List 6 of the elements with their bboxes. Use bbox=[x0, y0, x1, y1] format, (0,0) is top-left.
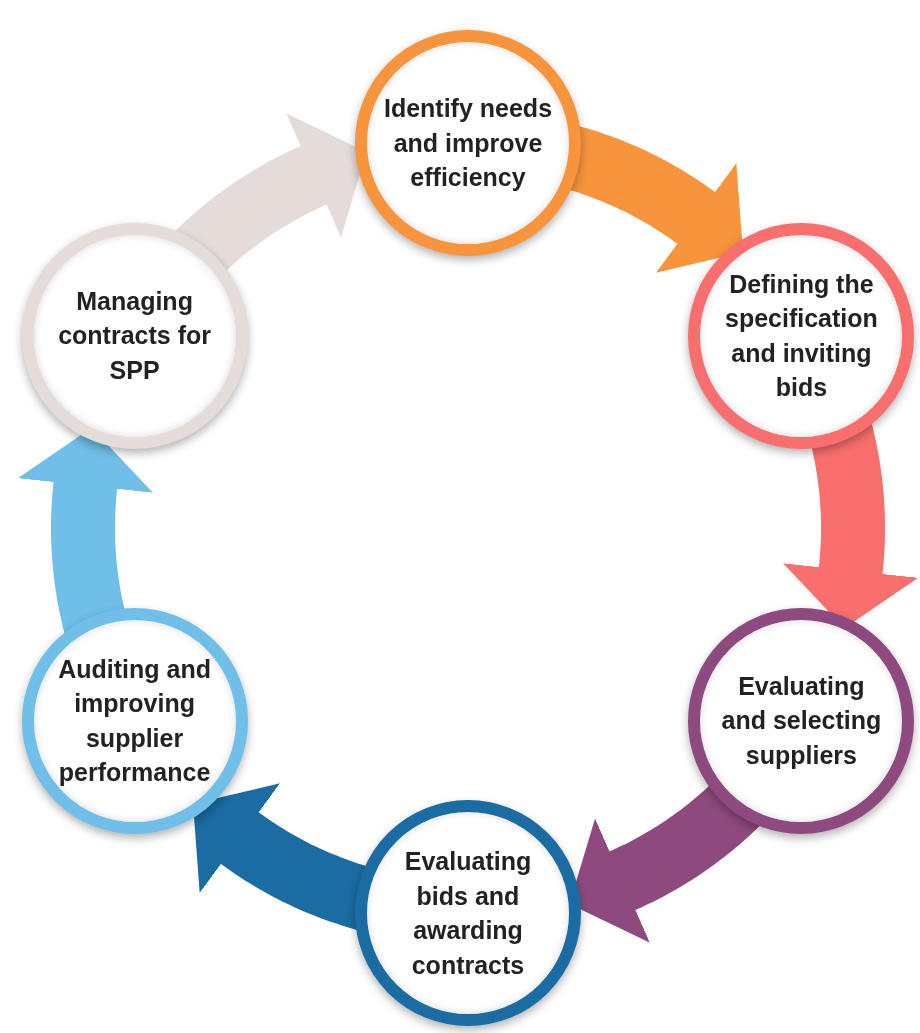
step-label: Evaluating and selecting suppliers bbox=[720, 670, 883, 771]
step-label: Identify needs and improve efficiency bbox=[382, 93, 554, 194]
step-label: Auditing and improving supplier performance bbox=[57, 653, 212, 788]
step-label: Evaluating bids and awarding contracts bbox=[403, 846, 533, 981]
step-label: Managing contracts for SPP bbox=[57, 285, 212, 386]
step-label: Defining the specification and inviting bids bbox=[724, 268, 879, 403]
